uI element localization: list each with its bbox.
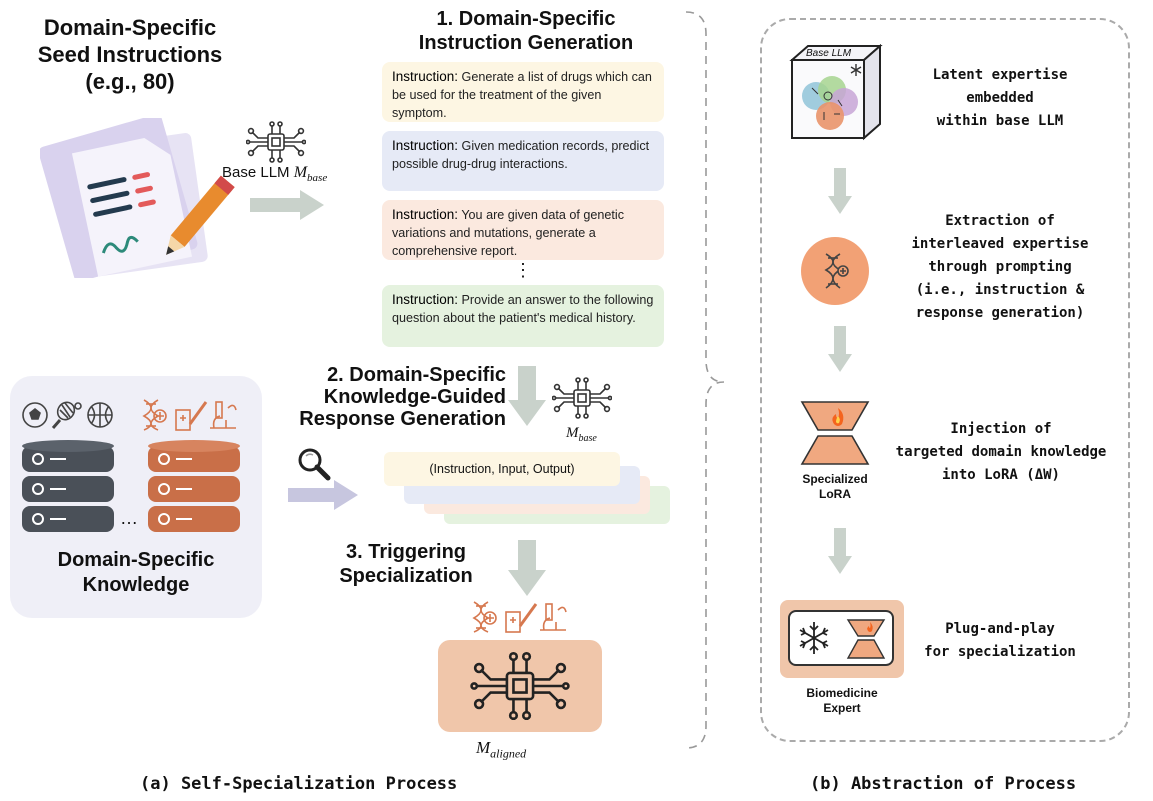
seed-instructions-title: Domain-Specific Seed Instructions (e.g.,…	[37, 15, 223, 94]
lora-label: Specialized LoRA	[802, 472, 868, 501]
arrow-down	[508, 366, 546, 426]
neural-chip-icon	[552, 377, 612, 419]
arrow-down	[828, 326, 852, 372]
snowflake-icon	[799, 622, 829, 654]
arrow-down	[828, 528, 852, 574]
ellipsis: ⋮	[514, 260, 532, 280]
base-llm-label: Base LLM Mbase	[222, 164, 328, 184]
lora-icon	[800, 401, 870, 465]
m-aligned-label: Maligned	[476, 738, 527, 761]
biomedical-icon	[142, 399, 237, 431]
aligned-model-box	[438, 640, 602, 732]
arrow-down	[508, 540, 546, 596]
instruction-box-1: Instruction: Generate a list of drugs wh…	[382, 62, 664, 122]
magnifier-icon	[298, 448, 331, 481]
caption-a: (a) Self-Specialization Process	[140, 774, 458, 794]
arrow-right	[250, 190, 324, 220]
knowledge-title: Domain-Specific Knowledge	[57, 549, 215, 596]
database-icon	[22, 440, 114, 532]
step-latent-text: Latent expertise embedded within base LL…	[932, 67, 1068, 129]
neural-chip-icon	[470, 651, 570, 721]
step3-title: 3. Triggering Specialization	[339, 541, 473, 587]
dashed-brace	[685, 11, 725, 749]
arrow-down	[828, 168, 852, 214]
db-ellipsis: …	[120, 508, 138, 528]
biomedical-icon	[472, 601, 567, 633]
sports-icon	[22, 401, 113, 429]
caption-b: (b) Abstraction of Process	[810, 774, 1077, 794]
instruction-box-2: Instruction: Given medication records, p…	[382, 131, 664, 191]
instruction-box-4: Instruction: Provide an answer to the fo…	[382, 285, 664, 347]
document-pencil-icon	[40, 118, 235, 278]
dna-icon	[801, 237, 869, 305]
neural-chip-icon	[246, 121, 306, 163]
cube-label: Base LLM	[806, 48, 852, 59]
step-injection-text: Injection of targeted domain knowledge i…	[895, 421, 1107, 483]
step2-title: 2. Domain-Specific Knowledge-Guided Resp…	[299, 364, 506, 430]
arrow-right-purple	[288, 480, 358, 510]
step-extraction-text: Extraction of interleaved expertise thro…	[911, 213, 1089, 321]
flame-icon	[846, 619, 886, 659]
instruction-box-3: Instruction: You are given data of genet…	[382, 200, 664, 260]
abstraction-panel	[760, 18, 1130, 742]
database-icon	[148, 440, 240, 532]
step-plugplay-text: Plug-and-play for specialization	[924, 621, 1076, 660]
expert-label: Biomedicine Expert	[806, 686, 878, 715]
triple-card: (Instruction, Input, Output)	[384, 452, 620, 486]
step1-title: 1. Domain-Specific Instruction Generatio…	[418, 8, 634, 54]
base-llm-cube-icon	[789, 44, 883, 141]
m-base-label: Mbase	[566, 425, 597, 444]
